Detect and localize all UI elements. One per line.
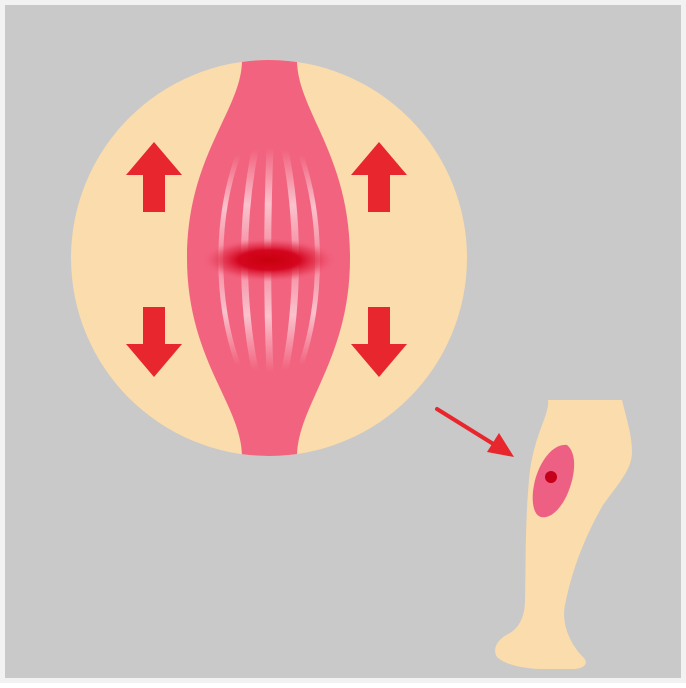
- pointer-arrow-icon: [437, 409, 514, 457]
- tear-icon: [201, 238, 337, 282]
- injury-spot-icon: [545, 471, 557, 483]
- muscle-strain-illustration: [5, 5, 686, 688]
- leg-icon: [495, 400, 632, 669]
